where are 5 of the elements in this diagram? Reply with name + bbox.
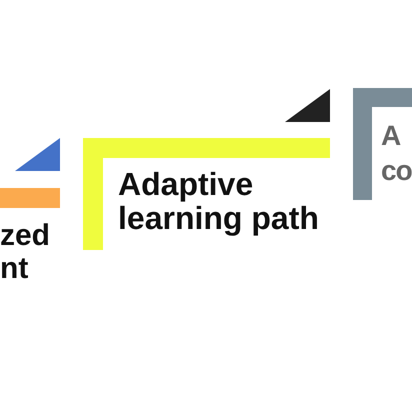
- step-label: zed nt: [0, 219, 52, 285]
- step-label: Adaptive learning path: [118, 167, 320, 235]
- step-bracket: [83, 138, 330, 250]
- step-label: A co: [381, 119, 412, 188]
- step-bracket: [353, 88, 412, 200]
